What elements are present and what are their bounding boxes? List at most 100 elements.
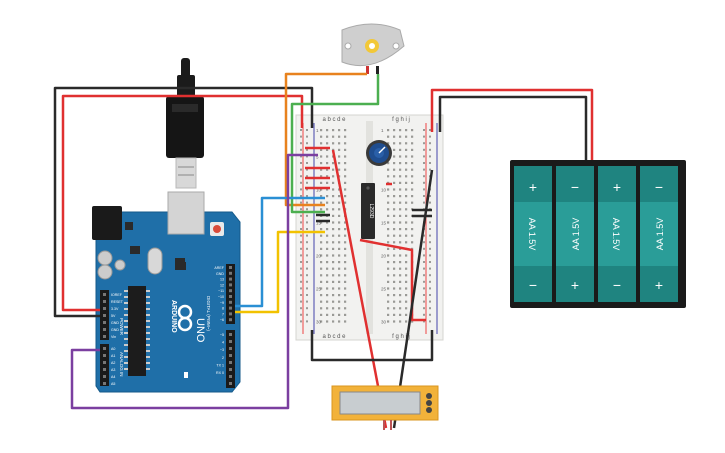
potentiometer[interactable] xyxy=(366,140,392,166)
wire-red-5v xyxy=(61,94,304,312)
pin-label: 4 xyxy=(222,341,224,345)
atmega-chip xyxy=(128,286,146,376)
battery-cell: +−AA 1.5V xyxy=(514,166,552,302)
analog-header-label: ANALOG IN xyxy=(119,352,124,377)
crystal xyxy=(147,247,163,275)
dc-motor[interactable] xyxy=(341,23,405,74)
pin-label: Vin xyxy=(111,335,116,339)
col-labels-left: a b c d e xyxy=(322,117,346,123)
wire-purple-analog xyxy=(70,153,318,410)
cell-label: AA 1.5V xyxy=(655,218,665,251)
row-number: 1 xyxy=(316,128,319,133)
wire-black-gnd xyxy=(53,86,314,318)
pin-label: A3 xyxy=(111,368,115,372)
row-number: 10 xyxy=(381,187,387,192)
pin-label: ~9 xyxy=(220,301,224,305)
battery-pack[interactable]: +−AA 1.5V−+AA 1.5V+−AA 1.5V−+AA 1.5V xyxy=(510,160,686,308)
pin-label: GND xyxy=(216,272,224,276)
l293d-chip[interactable]: L293D xyxy=(361,183,375,239)
wire-black-lcd xyxy=(392,169,434,429)
pin-label: ~5 xyxy=(220,333,224,337)
row-number: 25 xyxy=(381,286,387,291)
cell-label: AA 1.5V xyxy=(611,218,621,251)
wire-orange-motor xyxy=(284,72,367,207)
arduino-logo xyxy=(177,304,193,332)
breadboard-holes[interactable] xyxy=(300,129,431,323)
cell-bottom-sign: − xyxy=(529,277,537,293)
pin-label: RESET xyxy=(111,300,124,304)
pin-label: GND xyxy=(111,321,119,325)
row-number: 10 xyxy=(316,187,322,192)
pin-label: ~11 xyxy=(218,289,224,293)
wire-green-motor xyxy=(290,74,380,214)
col-labels-left-bottom: a b c d e xyxy=(322,334,346,340)
digital-header-high[interactable] xyxy=(226,264,235,324)
ic-label: L293D xyxy=(368,204,374,219)
battery-cell: − + AA 1.5V xyxy=(640,166,678,302)
pin-label: 7 xyxy=(222,312,224,316)
row-number: 1 xyxy=(381,128,384,133)
digital-header-low[interactable] xyxy=(226,330,235,388)
wire-yellow-pin9 xyxy=(235,230,325,314)
lcd-module[interactable] xyxy=(331,385,439,430)
pin-label: 2 xyxy=(222,356,224,360)
pin-label: ~6 xyxy=(220,318,224,322)
cell-bottom-sign: + xyxy=(655,277,663,293)
breadboard-column-labels-top: a b c d e f g h i j xyxy=(322,117,409,123)
wire-black-battery xyxy=(438,95,588,160)
battery-cell: − + AA 1.5V xyxy=(556,166,594,302)
pin-label: RX 0 xyxy=(216,371,224,375)
pin-label: 8 xyxy=(222,307,224,311)
arduino-brand-text: ARDUINO xyxy=(170,300,177,333)
pin-label: GND xyxy=(111,328,119,332)
cell-bottom-sign: + xyxy=(571,277,579,293)
row-number: 5 xyxy=(316,154,319,159)
pin-label: 12 xyxy=(220,283,224,287)
arduino-model-text: UNO xyxy=(194,318,206,343)
pin-label: A4 xyxy=(111,375,115,379)
cell-label: AA 1.5V xyxy=(571,218,581,251)
pin-label: TX 1 xyxy=(216,363,224,367)
cell-bottom-sign: − xyxy=(613,277,621,293)
pin-label: A5 xyxy=(111,382,115,386)
power-header-label: POWER xyxy=(119,318,124,336)
col-labels-right-bottom: f g h i j xyxy=(392,334,410,340)
wire-red-battery xyxy=(430,88,594,160)
row-number: 30 xyxy=(316,319,322,324)
analog-header[interactable] xyxy=(100,344,109,386)
capacitor-2 xyxy=(97,264,113,280)
cell-top-sign: + xyxy=(529,179,537,195)
capacitor-3 xyxy=(114,259,126,271)
pin-label: ~3 xyxy=(220,348,224,352)
wires[interactable] xyxy=(53,72,594,429)
cell-top-sign: − xyxy=(655,179,663,195)
dc-jack xyxy=(92,206,122,240)
pin-label: A1 xyxy=(111,354,115,358)
pin-label: AREF xyxy=(214,266,224,270)
row-number: 30 xyxy=(381,319,387,324)
pin-label: IOREF xyxy=(111,293,123,297)
usb-cable[interactable] xyxy=(166,58,204,189)
arduino-uno[interactable]: ARDUINO UNO DIGITAL (PWM~) POWER ANALOG … xyxy=(92,191,241,393)
pin-label: A2 xyxy=(111,361,115,365)
digital-header-label: DIGITAL (PWM~) xyxy=(206,296,211,331)
pin-label: 13 xyxy=(220,278,224,282)
wire-black-bottom xyxy=(310,330,434,362)
capacitor-1 xyxy=(97,250,113,266)
row-number: 20 xyxy=(381,253,387,258)
row-number: 20 xyxy=(316,253,322,258)
row-number: 25 xyxy=(316,286,322,291)
wire-blue-pin10 xyxy=(235,196,325,308)
usb-socket xyxy=(167,191,205,235)
col-labels-right: f g h i j xyxy=(392,117,410,123)
pin-label: A0 xyxy=(111,347,115,351)
row-number: 15 xyxy=(381,220,387,225)
cell-top-sign: − xyxy=(571,179,579,195)
wire-red-lcd xyxy=(331,149,388,429)
battery-cell: +−AA 1.5V xyxy=(598,166,636,302)
breadboard-column-labels-bottom: a b c d e f g h i j xyxy=(322,334,409,340)
